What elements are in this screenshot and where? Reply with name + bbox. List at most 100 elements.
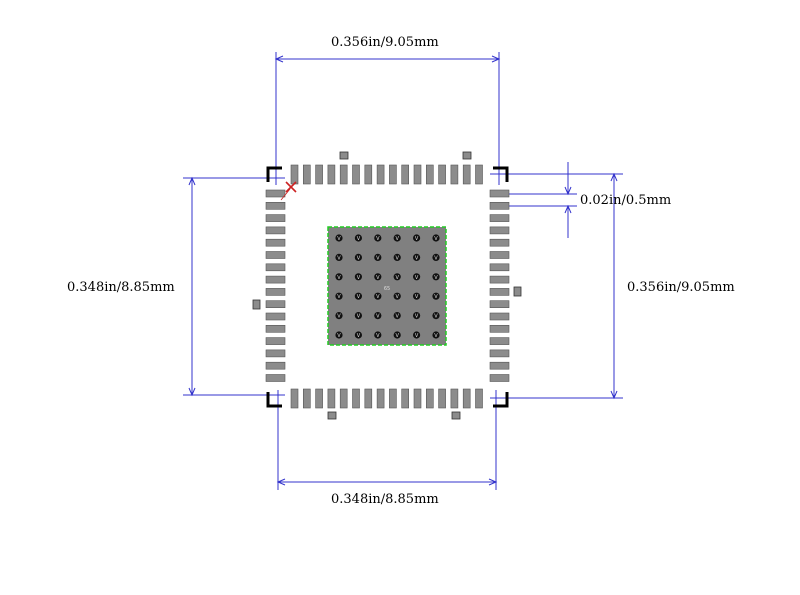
via xyxy=(354,253,362,261)
via xyxy=(354,312,362,320)
via-label: V xyxy=(357,333,361,339)
via xyxy=(354,292,362,300)
pin-left xyxy=(265,189,286,198)
via xyxy=(413,253,421,261)
pin-right xyxy=(489,202,510,210)
fiducial-pad xyxy=(252,299,261,310)
pin-left xyxy=(265,374,286,382)
via xyxy=(393,234,401,242)
via-label: V xyxy=(415,255,419,261)
via-label: V xyxy=(357,314,361,320)
pin-left xyxy=(265,263,286,272)
pin-bottom xyxy=(401,388,410,409)
dim-right-arrow-bottom xyxy=(610,390,618,400)
pin-left xyxy=(265,349,286,358)
dim-left-height: 0.348in/8.85mm xyxy=(67,280,175,295)
dim-bottom-arrow-right xyxy=(488,478,498,486)
via-label: V xyxy=(434,275,438,281)
pin-top xyxy=(438,164,446,185)
via xyxy=(374,273,382,281)
pin-bottom xyxy=(475,388,483,409)
pin-top xyxy=(450,164,459,185)
via xyxy=(393,331,401,339)
pin-right xyxy=(489,312,510,321)
pin-left xyxy=(265,324,286,333)
via xyxy=(432,273,440,281)
via xyxy=(374,234,382,242)
dim-left-arrow-bottom xyxy=(188,387,196,397)
via-label: V xyxy=(434,294,438,300)
pin-bottom xyxy=(352,388,360,409)
via xyxy=(393,312,401,320)
pin-bottom xyxy=(450,388,459,409)
via xyxy=(432,331,440,339)
via-label: V xyxy=(415,314,419,320)
via xyxy=(335,273,343,281)
via-label: V xyxy=(376,275,380,281)
pin-top xyxy=(352,164,360,185)
dim-pitch: 0.02in/0.5mm xyxy=(580,193,672,208)
via-label: V xyxy=(415,333,419,339)
pin-top xyxy=(376,164,385,185)
via xyxy=(354,331,362,339)
via-label: V xyxy=(376,333,380,339)
pin-top xyxy=(475,164,483,185)
via xyxy=(335,312,343,320)
pin-left xyxy=(265,288,286,296)
pin-right xyxy=(489,337,510,345)
pin-bottom xyxy=(290,388,299,409)
pin-left xyxy=(265,312,286,321)
corner-bracket xyxy=(266,166,282,182)
pin-left xyxy=(265,337,286,345)
pin-bottom xyxy=(462,388,471,409)
pin-right xyxy=(489,349,510,358)
dim-right-arrow-top xyxy=(610,172,618,182)
pin-top xyxy=(389,164,397,185)
fiducial-pad xyxy=(339,151,349,160)
via-label: V xyxy=(337,275,341,281)
via-label: V xyxy=(357,236,361,242)
dim-top-arrow-right xyxy=(491,55,501,63)
pin-right xyxy=(489,374,510,382)
pin-bottom xyxy=(376,388,385,409)
via-label: V xyxy=(415,275,419,281)
pin-left xyxy=(265,251,286,259)
dim-right-height: 0.356in/9.05mm xyxy=(627,280,735,295)
center-pin-label: 65 xyxy=(384,286,390,292)
pin-bottom xyxy=(339,388,348,409)
via xyxy=(374,253,382,261)
via-label: V xyxy=(434,314,438,320)
pin-bottom xyxy=(364,388,373,409)
via xyxy=(432,312,440,320)
dim-top-arrow-left xyxy=(274,55,284,63)
via-label: V xyxy=(395,275,399,281)
pin-left xyxy=(265,361,286,370)
pin-top xyxy=(413,164,422,185)
pin-right xyxy=(489,238,510,247)
via xyxy=(413,312,421,320)
via-label: V xyxy=(357,275,361,281)
pin-right xyxy=(489,324,510,333)
via-label: V xyxy=(415,294,419,300)
dim-bottom-arrow-left xyxy=(276,478,286,486)
pin-right xyxy=(489,251,510,259)
via xyxy=(393,273,401,281)
pin-right xyxy=(489,214,510,222)
via-label: V xyxy=(337,255,341,261)
via xyxy=(413,234,421,242)
dim-top-width: 0.356in/9.05mm xyxy=(331,35,439,50)
thermal-pad xyxy=(327,226,447,346)
pin-top xyxy=(315,164,323,185)
pin-left xyxy=(265,300,286,309)
via xyxy=(413,273,421,281)
fiducial-pad xyxy=(513,286,522,297)
pin-right xyxy=(489,300,510,309)
via xyxy=(374,292,382,300)
dim-pitch-arrow-top xyxy=(564,186,572,196)
via-label: V xyxy=(395,294,399,300)
fiducial-pad xyxy=(327,411,337,420)
pin-right xyxy=(489,275,510,284)
via-label: V xyxy=(434,236,438,242)
via-label: V xyxy=(415,236,419,242)
via-label: V xyxy=(337,236,341,242)
